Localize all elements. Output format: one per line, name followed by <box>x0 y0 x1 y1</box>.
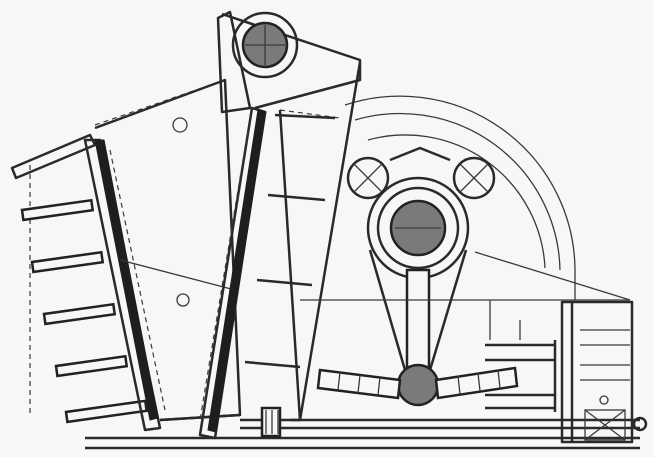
eccentric-shaft <box>366 176 470 280</box>
base-frame <box>85 436 640 450</box>
adjustment-block <box>485 300 634 444</box>
bolt-icon <box>176 293 190 307</box>
housing-outline <box>29 79 341 415</box>
top-pivot <box>231 11 299 79</box>
toggle-plates <box>316 366 519 400</box>
idler-wheels <box>346 146 496 200</box>
fixed-jaw-assembly <box>10 78 242 432</box>
tension-rod <box>240 406 648 438</box>
bolt-icon <box>172 117 188 133</box>
side-frame <box>300 251 631 301</box>
